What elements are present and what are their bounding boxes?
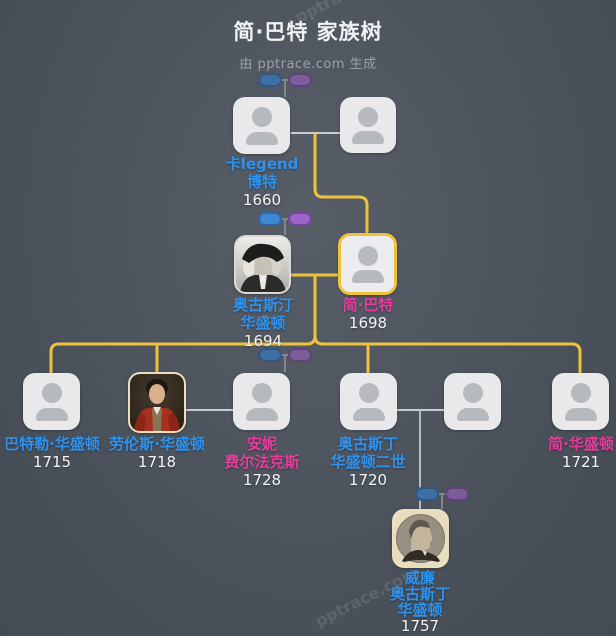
portrait-lawrence-washington bbox=[130, 374, 184, 431]
person-year: 1660 bbox=[242, 191, 282, 209]
label-anne-fairfax: 安妮 费尔法克斯 1728 bbox=[177, 435, 347, 489]
male-ancestor-pill-augustine[interactable] bbox=[258, 212, 282, 226]
person-name: 费尔法克斯 bbox=[224, 453, 300, 471]
person-name: 劳伦斯·华盛顿 bbox=[109, 435, 205, 453]
person-name: 华盛顿 bbox=[240, 314, 286, 332]
label-jane-washington: 简·华盛顿 1721 bbox=[496, 435, 616, 471]
label-lawrence-washington: 劳伦斯·华盛顿 1718 bbox=[72, 435, 242, 471]
avatar-placeholder-icon bbox=[233, 97, 290, 154]
person-card-jane-washington[interactable] bbox=[552, 373, 609, 430]
person-name: 奥古斯丁 bbox=[389, 585, 450, 603]
male-ancestor-pill-kalegend[interactable] bbox=[258, 73, 282, 87]
male-parent-pill-william[interactable] bbox=[415, 487, 439, 501]
person-card-jane-butt-selected[interactable] bbox=[338, 233, 397, 295]
female-ancestor-pill-kalegend[interactable] bbox=[288, 73, 312, 87]
person-name: 简·华盛顿 bbox=[548, 435, 614, 453]
person-year: 1698 bbox=[348, 314, 388, 332]
male-ancestor-pill-anne[interactable] bbox=[258, 348, 282, 362]
portrait-william-augustine-washington bbox=[394, 511, 447, 566]
person-card-augustine-washington-ii[interactable] bbox=[340, 373, 397, 430]
avatar-placeholder-icon bbox=[552, 373, 609, 430]
person-name: 博特 bbox=[246, 173, 277, 191]
person-card-unknown-top-spouse[interactable] bbox=[340, 97, 396, 153]
person-card-anne-fairfax[interactable] bbox=[233, 373, 290, 430]
lineage-top-to-jane bbox=[313, 132, 369, 234]
avatar-placeholder-icon bbox=[444, 373, 501, 430]
person-year: 1694 bbox=[243, 332, 283, 350]
person-card-butler-washington[interactable] bbox=[23, 373, 80, 430]
female-ancestor-pill-augustine[interactable] bbox=[288, 212, 312, 226]
label-butler-washington: 巴特勒·华盛顿 1715 bbox=[0, 435, 137, 471]
person-year: 1720 bbox=[348, 471, 388, 489]
female-ancestor-pill-anne[interactable] bbox=[288, 348, 312, 362]
person-name: 安妮 bbox=[246, 435, 277, 453]
female-parent-pill-william[interactable] bbox=[445, 487, 469, 501]
person-name: 简·巴特 bbox=[342, 296, 394, 314]
avatar-placeholder-icon bbox=[233, 373, 290, 430]
avatar-placeholder-icon bbox=[341, 236, 394, 292]
page-subtitle: 由 pptrace.com 生成 bbox=[239, 57, 377, 72]
avatar-placeholder-icon bbox=[340, 97, 396, 153]
person-card-unknown-spouse[interactable] bbox=[444, 373, 501, 430]
person-name: 卡legend bbox=[225, 155, 299, 173]
person-name: 巴特勒·华盛顿 bbox=[4, 435, 100, 453]
page-title: 简·巴特 家族树 bbox=[233, 20, 383, 44]
label-augustine-ii: 奥古斯丁 华盛顿二世 1720 bbox=[283, 435, 453, 489]
person-name: 奥古斯丁 bbox=[337, 435, 398, 453]
portrait-augustine-washington bbox=[236, 237, 289, 292]
person-card-kalegend-bote[interactable] bbox=[233, 97, 290, 154]
person-year: 1721 bbox=[561, 453, 601, 471]
person-year: 1718 bbox=[137, 453, 177, 471]
header: 简·巴特 家族树 由 pptrace.com 生成 bbox=[0, 16, 616, 72]
person-name: 华盛顿二世 bbox=[330, 453, 406, 471]
person-card-william-augustine-washington[interactable] bbox=[392, 509, 449, 568]
person-year: 1715 bbox=[32, 453, 72, 471]
avatar-placeholder-icon bbox=[23, 373, 80, 430]
person-year: 1757 bbox=[400, 617, 440, 635]
person-name: 奥古斯汀 bbox=[232, 296, 293, 314]
label-kalegend-bote: 卡legend 博特 1660 bbox=[177, 155, 347, 209]
person-card-augustine-washington[interactable] bbox=[234, 235, 291, 294]
label-augustine: 奥古斯汀 华盛顿 1694 bbox=[178, 296, 348, 350]
person-name: 华盛顿 bbox=[397, 601, 443, 619]
person-name: 威廉 bbox=[404, 569, 435, 587]
label-william: 威廉 奥古斯丁 华盛顿 1757 bbox=[335, 570, 505, 634]
person-card-lawrence-washington[interactable] bbox=[128, 372, 186, 433]
label-jane-butt: 简·巴特 1698 bbox=[283, 296, 453, 332]
children-bus-right bbox=[313, 334, 582, 374]
person-year: 1728 bbox=[242, 471, 282, 489]
avatar-placeholder-icon bbox=[340, 373, 397, 430]
